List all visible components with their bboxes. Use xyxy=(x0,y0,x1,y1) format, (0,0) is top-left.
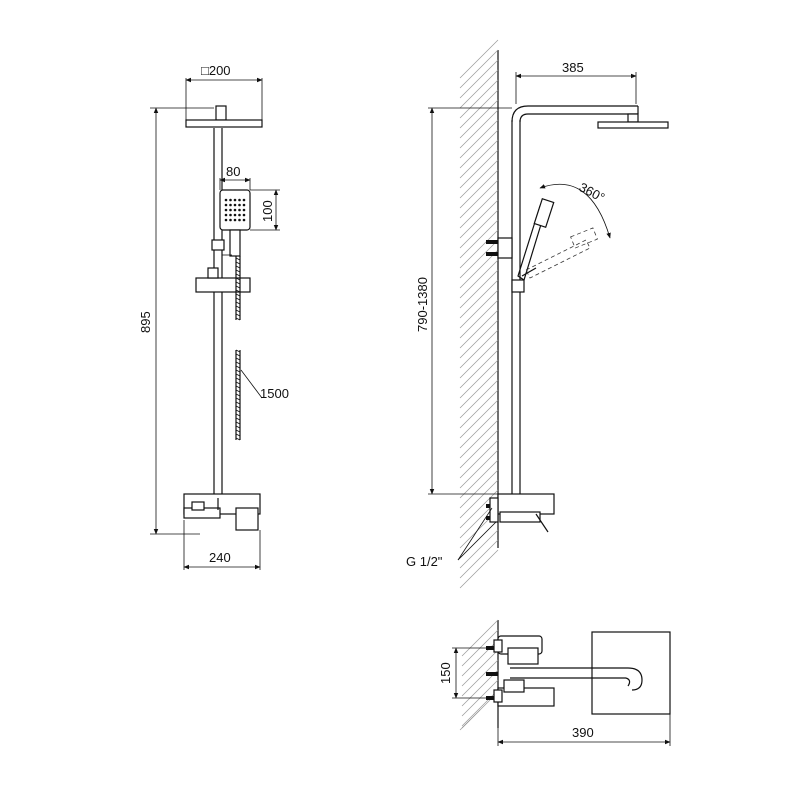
rotation-label: 360° xyxy=(577,179,608,205)
side-view: 385 790-1380 360° xyxy=(406,39,669,589)
thread-callout: G 1/2" xyxy=(406,507,497,569)
rotated-handset-outline xyxy=(525,227,598,279)
top-mixer xyxy=(486,635,555,707)
mixer-body xyxy=(183,493,261,531)
top-view: 150 390 xyxy=(438,619,671,746)
top-arm xyxy=(510,667,643,691)
side-hand-shower xyxy=(511,198,555,293)
overhead-shower-head xyxy=(185,105,263,128)
head-size-label: □200 xyxy=(201,63,231,78)
depth-label: 390 xyxy=(572,725,594,740)
mixer-width-label: 240 xyxy=(209,550,231,565)
top-head-outline xyxy=(591,631,671,715)
front-view: □200 895 xyxy=(138,63,289,570)
hose-length-dimension: 1500 xyxy=(240,369,289,401)
total-height-label: 895 xyxy=(138,311,153,333)
side-mixer xyxy=(486,493,555,533)
handset-nozzles xyxy=(224,198,246,222)
depth-dimension: 390 xyxy=(497,714,671,746)
total-height-dimension: 895 xyxy=(138,107,214,535)
hose-length-label: 1500 xyxy=(260,386,289,401)
arm-reach-label: 385 xyxy=(562,60,584,75)
inlet-spacing-dimension: 150 xyxy=(438,647,492,699)
inlet-spacing-label: 150 xyxy=(438,662,453,684)
rail-height-dimension: 790-1380 xyxy=(415,107,512,495)
handset-width-label: 80 xyxy=(226,164,240,179)
handset-dimensions: 80 100 xyxy=(219,164,280,231)
mixer-width-dimension: 240 xyxy=(183,520,261,570)
wall-bracket xyxy=(486,237,513,259)
thread-label: G 1/2" xyxy=(406,554,443,569)
arm-reach-dimension: 385 xyxy=(515,60,637,104)
side-shower-head xyxy=(597,113,669,129)
side-riser-pipe xyxy=(511,105,639,494)
rail-height-label: 790-1380 xyxy=(415,277,430,332)
riser-pipe xyxy=(213,128,223,494)
hand-shower xyxy=(219,189,251,257)
handset-holder xyxy=(195,239,251,293)
shower-hose xyxy=(235,256,241,441)
wall-section xyxy=(459,39,499,589)
head-width-dimension: □200 xyxy=(185,63,263,126)
handset-height-label: 100 xyxy=(260,200,275,222)
